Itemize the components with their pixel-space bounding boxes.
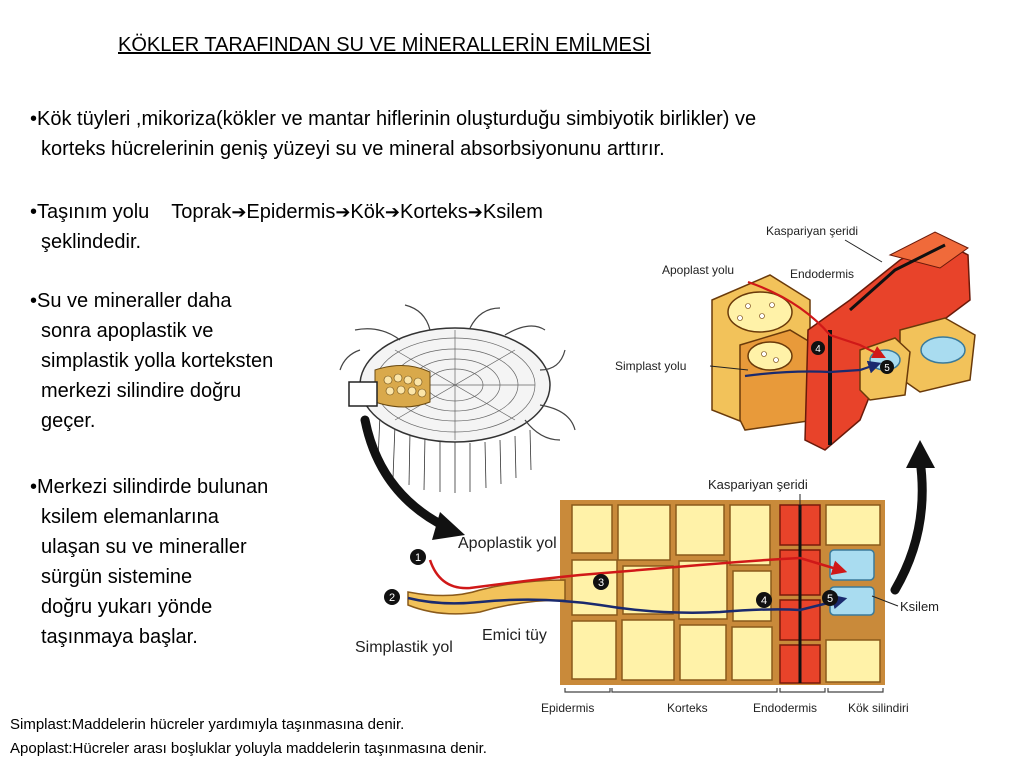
arrow-right-icon: ➔ [467,202,483,222]
bullet-line: ksilem elemanlarına [41,506,219,528]
svg-text:1: 1 [415,552,421,564]
arrow-right-icon: ➔ [231,202,247,222]
bullet-apoplast-simplast: •Su ve mineraller daha sonra apoplastik … [30,286,273,436]
svg-text:3: 3 [598,577,604,589]
page-title: KÖKLER TARAFINDAN SU VE MİNERALLERİN EMİ… [118,34,651,56]
top-apoplast-path-label: Apoplast yolu [662,263,734,277]
step-2-badge: 2 [384,589,400,605]
svg-text:5: 5 [884,363,890,374]
svg-text:4: 4 [761,595,767,607]
bullet-line: •Kök tüyleri ,mikoriza(kökler ve mantar … [30,108,757,130]
svg-text:2: 2 [389,592,395,604]
definition-simplast: Simplast:Maddelerin hücreler yardımıyla … [10,716,405,733]
region-epidermis: Epidermis [541,701,594,715]
svg-text:4: 4 [815,344,821,355]
path-step: Kök [350,201,385,223]
top-symplast-path-label: Simplast yolu [615,359,686,373]
svg-text:5: 5 [827,593,833,605]
endodermis-3d-diagram: 4 5 Kaspariyan şeridi Apoplast yolu Endo… [615,224,976,451]
tissue-diagram: 1 2 3 4 5 Apoplastik yol Simplastik yol … [355,477,939,715]
region-endodermis: Endodermis [753,701,817,715]
bullet-xylem: •Merkezi silindirde bulunan ksilem elema… [30,472,268,652]
region-cortex: Korteks [667,701,708,715]
path-step: Ksilem [482,201,543,223]
bullet-line: merkezi silindire doğru [41,380,242,402]
bullet-line: taşınmaya başlar. [41,626,198,648]
bullet-line: simplastik yolla korteksten [41,350,274,372]
bullet-line: ulaşan su ve mineraller [41,536,247,558]
bullet-line: sürgün sistemine [41,566,193,588]
arrow-right-icon: ➔ [384,202,400,222]
symplastic-path-label: Simplastik yol [355,639,453,656]
path-step: Epidermis [246,201,336,223]
bullet-line: •Merkezi silindirde bulunan [30,476,269,498]
definition-apoplast: Apoplast:Hücreler arası boşluklar yoluyl… [10,740,487,757]
bullet-root-hairs: •Kök tüyleri ,mikoriza(kökler ve mantar … [30,104,756,164]
bullet-line: doğru yukarı yönde [41,596,213,618]
bullet-line: sonra apoplastik ve [41,320,214,342]
root-cross-section [339,304,576,493]
bullet-line: geçer. [41,410,96,432]
bullet-prefix: •Taşınım yolu [30,201,150,223]
path-step: Toprak [171,201,232,223]
path-step: Korteks [399,201,468,223]
top-step-4-badge: 4 [811,341,825,355]
bullet-line: şeklindedir. [41,231,142,253]
step-1-badge: 1 [410,549,426,565]
bullet-line: •Su ve mineraller daha [30,290,232,312]
apoplastic-path-label: Apoplastik yol [458,535,557,552]
step-4-badge: 4 [756,592,772,608]
region-vascular-cylinder: Kök silindiri [848,701,909,715]
step-3-badge: 3 [593,574,609,590]
xylem-label: Ksilem [900,599,939,614]
top-endodermis-label: Endodermis [790,267,854,281]
arrow-right-icon: ➔ [335,202,351,222]
step-5-badge: 5 [822,590,838,606]
casparian-strip-label: Kaspariyan şeridi [708,477,808,492]
top-step-5-badge: 5 [880,360,894,374]
top-casparian-strip-label: Kaspariyan şeridi [766,224,858,238]
root-hair-label: Emici tüy [482,627,547,644]
bullet-line: korteks hücrelerinin geniş yüzeyi su ve … [41,138,665,160]
